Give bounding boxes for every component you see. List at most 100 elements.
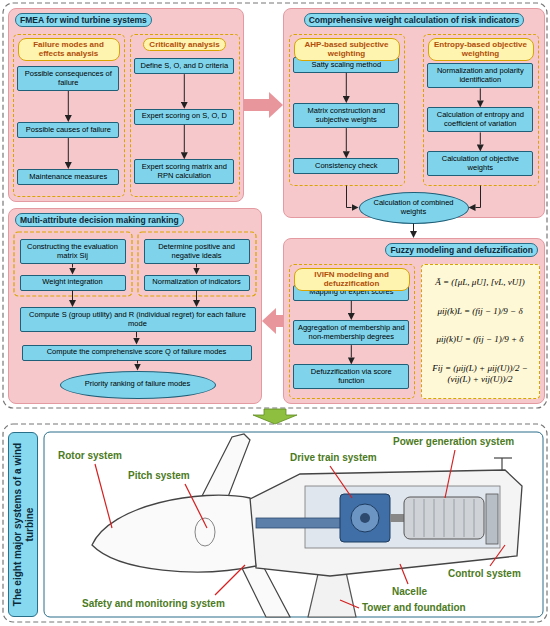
leader-lines (95, 450, 505, 608)
pitch-bearing (195, 518, 215, 546)
formula-text: μij(k)L = (fij − 1)/9 − δ (437, 306, 522, 317)
box-text: Aggregation of membership and non-member… (294, 324, 408, 341)
main-shaft (256, 518, 346, 528)
box-text: Possible consequences of failure (18, 70, 118, 87)
box-text: Consistency check (312, 162, 381, 171)
process-box: Constructing the evaluation matrix Sij (20, 239, 126, 264)
flow-arrow (413, 224, 414, 232)
gear-shape (351, 504, 379, 532)
box-text: Expert scoring on S, O, D (139, 112, 230, 121)
process-ellipse: Priority ranking of failure modes (60, 371, 216, 399)
group-heading: FMEA for wind turbine systems (15, 13, 152, 27)
gear-hub (360, 513, 370, 523)
box-text: Define S, O, and D criteria (138, 62, 232, 71)
method-group: Possible consequences of failurePossible… (13, 34, 125, 197)
group-frame (138, 232, 256, 296)
flow-arrow (136, 332, 137, 338)
process-ellipse: Calculation of combined weights (359, 192, 469, 224)
process-box: Define S, O, and D criteria (134, 58, 234, 74)
coupling-shape (390, 514, 404, 522)
box-text: Normalization of indicators (149, 278, 243, 287)
control-cabinet (486, 494, 498, 544)
tower-shape (308, 572, 356, 617)
box-text: Constructing the evaluation matrix Sij (21, 243, 125, 260)
outer-frame (3, 3, 547, 408)
part-label: Drive train system (290, 452, 377, 464)
flow-arrow (68, 138, 69, 162)
formula-text: Fij = (μij(L) + μij(U))/2 − (νij(L) + νi… (426, 363, 535, 385)
process-box: Weight integration (20, 275, 126, 291)
group-heading: Entropy-based objective weighting (428, 38, 534, 61)
process-box: Calculation of objective weights (427, 151, 533, 176)
blade-shape (200, 434, 250, 500)
flow-arrow (72, 264, 73, 268)
process-box: Compute the comprehensive score Q of fai… (22, 345, 252, 361)
part-label: Rotor system (58, 450, 122, 462)
wind-vane (494, 458, 512, 470)
flow-arrow (137, 361, 138, 364)
rotor-hub-spinner (92, 495, 256, 572)
group-heading: Fuzzy modeling and defuzzification (385, 243, 538, 257)
flow-arrow (346, 73, 347, 96)
group-heading: Failure modes and effects analysis (18, 38, 120, 61)
process-box: Determine positive and negative ideals (144, 239, 250, 264)
method-group: Define S, O, and D criteriaExpert scorin… (130, 34, 240, 197)
box-text: Calculation of entropy and coefficient o… (428, 111, 532, 128)
box-text: Determine positive and negative ideals (145, 243, 249, 260)
part-label: Power generation system (393, 436, 514, 448)
group-heading: Comprehensive weight calculation of risk… (304, 13, 525, 27)
method-group: Satty scaling methodMatrix construction … (289, 34, 405, 186)
method-group: Mapping of expert scoresAggregation of m… (289, 264, 415, 399)
process-box: Matrix construction and subjective weigh… (293, 103, 399, 128)
box-text: Expert scoring matrix and RPN calculatio… (135, 163, 233, 180)
stage-panel: Constructing the evaluation matrix SijWe… (8, 208, 262, 404)
band-heading: The eight major systems of a wind turbin… (12, 437, 35, 612)
part-label: Tower and foundation (362, 602, 466, 614)
section-arrow (253, 409, 297, 424)
group-heading: Multi-attribute decision making ranking (15, 213, 184, 227)
flow-arrow (184, 74, 185, 102)
box-text: Calculation of combined weights (368, 199, 458, 216)
flow-arrow (476, 186, 481, 208)
nacelle-cutaway (305, 486, 500, 548)
flow-arrow (351, 301, 352, 313)
stage-panel: Possible consequences of failurePossible… (8, 8, 244, 202)
part-label: Safety and monitoring system (82, 598, 225, 610)
flow-arrow (276, 315, 283, 327)
box-text: Satty scaling method (308, 61, 384, 70)
stage-panel: Satty scaling methodMatrix construction … (283, 8, 545, 218)
formula-box: Ã = ([μL, μU], [νL, νU]) μij(k)L = (fij −… (421, 264, 540, 399)
process-box: Possible consequences of failure (17, 66, 119, 91)
flow-arrow (72, 291, 73, 301)
process-box: Aggregation of membership and non-member… (293, 320, 409, 345)
process-box: Possible causes of failure (17, 122, 119, 138)
box-text: Compute S (group utility) and R (individ… (21, 311, 255, 328)
process-box: Expert scoring on S, O, D (134, 109, 234, 125)
group-heading: Criticality analysis (143, 38, 225, 52)
flow-arrow (346, 128, 347, 151)
box-text: Matrix construction and subjective weigh… (294, 107, 398, 124)
box-text: Possible causes of failure (23, 126, 114, 135)
flow-arrow (244, 99, 269, 111)
gearbox-shape (340, 494, 390, 542)
flow-arrow (351, 345, 352, 357)
box-text: Defuzzification via score function (294, 368, 408, 385)
box-text: Priority ranking of failure modes (82, 380, 193, 389)
illustration-frame (44, 432, 543, 617)
process-box: Normalization of indicators (144, 275, 250, 291)
box-text: Calculation of objective weights (428, 155, 532, 172)
box-text: Maintenance measures (26, 173, 110, 182)
process-box: Maintenance measures (17, 169, 119, 185)
process-box: Expert scoring matrix and RPN calculatio… (134, 159, 234, 184)
process-box: Calculation of entropy and coefficient o… (427, 107, 533, 132)
stage-panel: Mapping of expert scoresAggregation of m… (283, 238, 545, 404)
part-label: Pitch system (128, 470, 190, 482)
flow-arrow (480, 88, 481, 100)
formula-text: Ã = ([μL, μU], [νL, νU]) (435, 277, 525, 288)
process-box: Compute S (group utility) and R (individ… (20, 307, 256, 332)
outer-frame (3, 424, 547, 622)
process-box: Normalization and polarity identificatio… (427, 63, 533, 88)
flow-arrow (196, 291, 197, 301)
group-heading: IVIFN modeling and defuzzification (294, 268, 410, 291)
generator-shape (404, 497, 484, 539)
